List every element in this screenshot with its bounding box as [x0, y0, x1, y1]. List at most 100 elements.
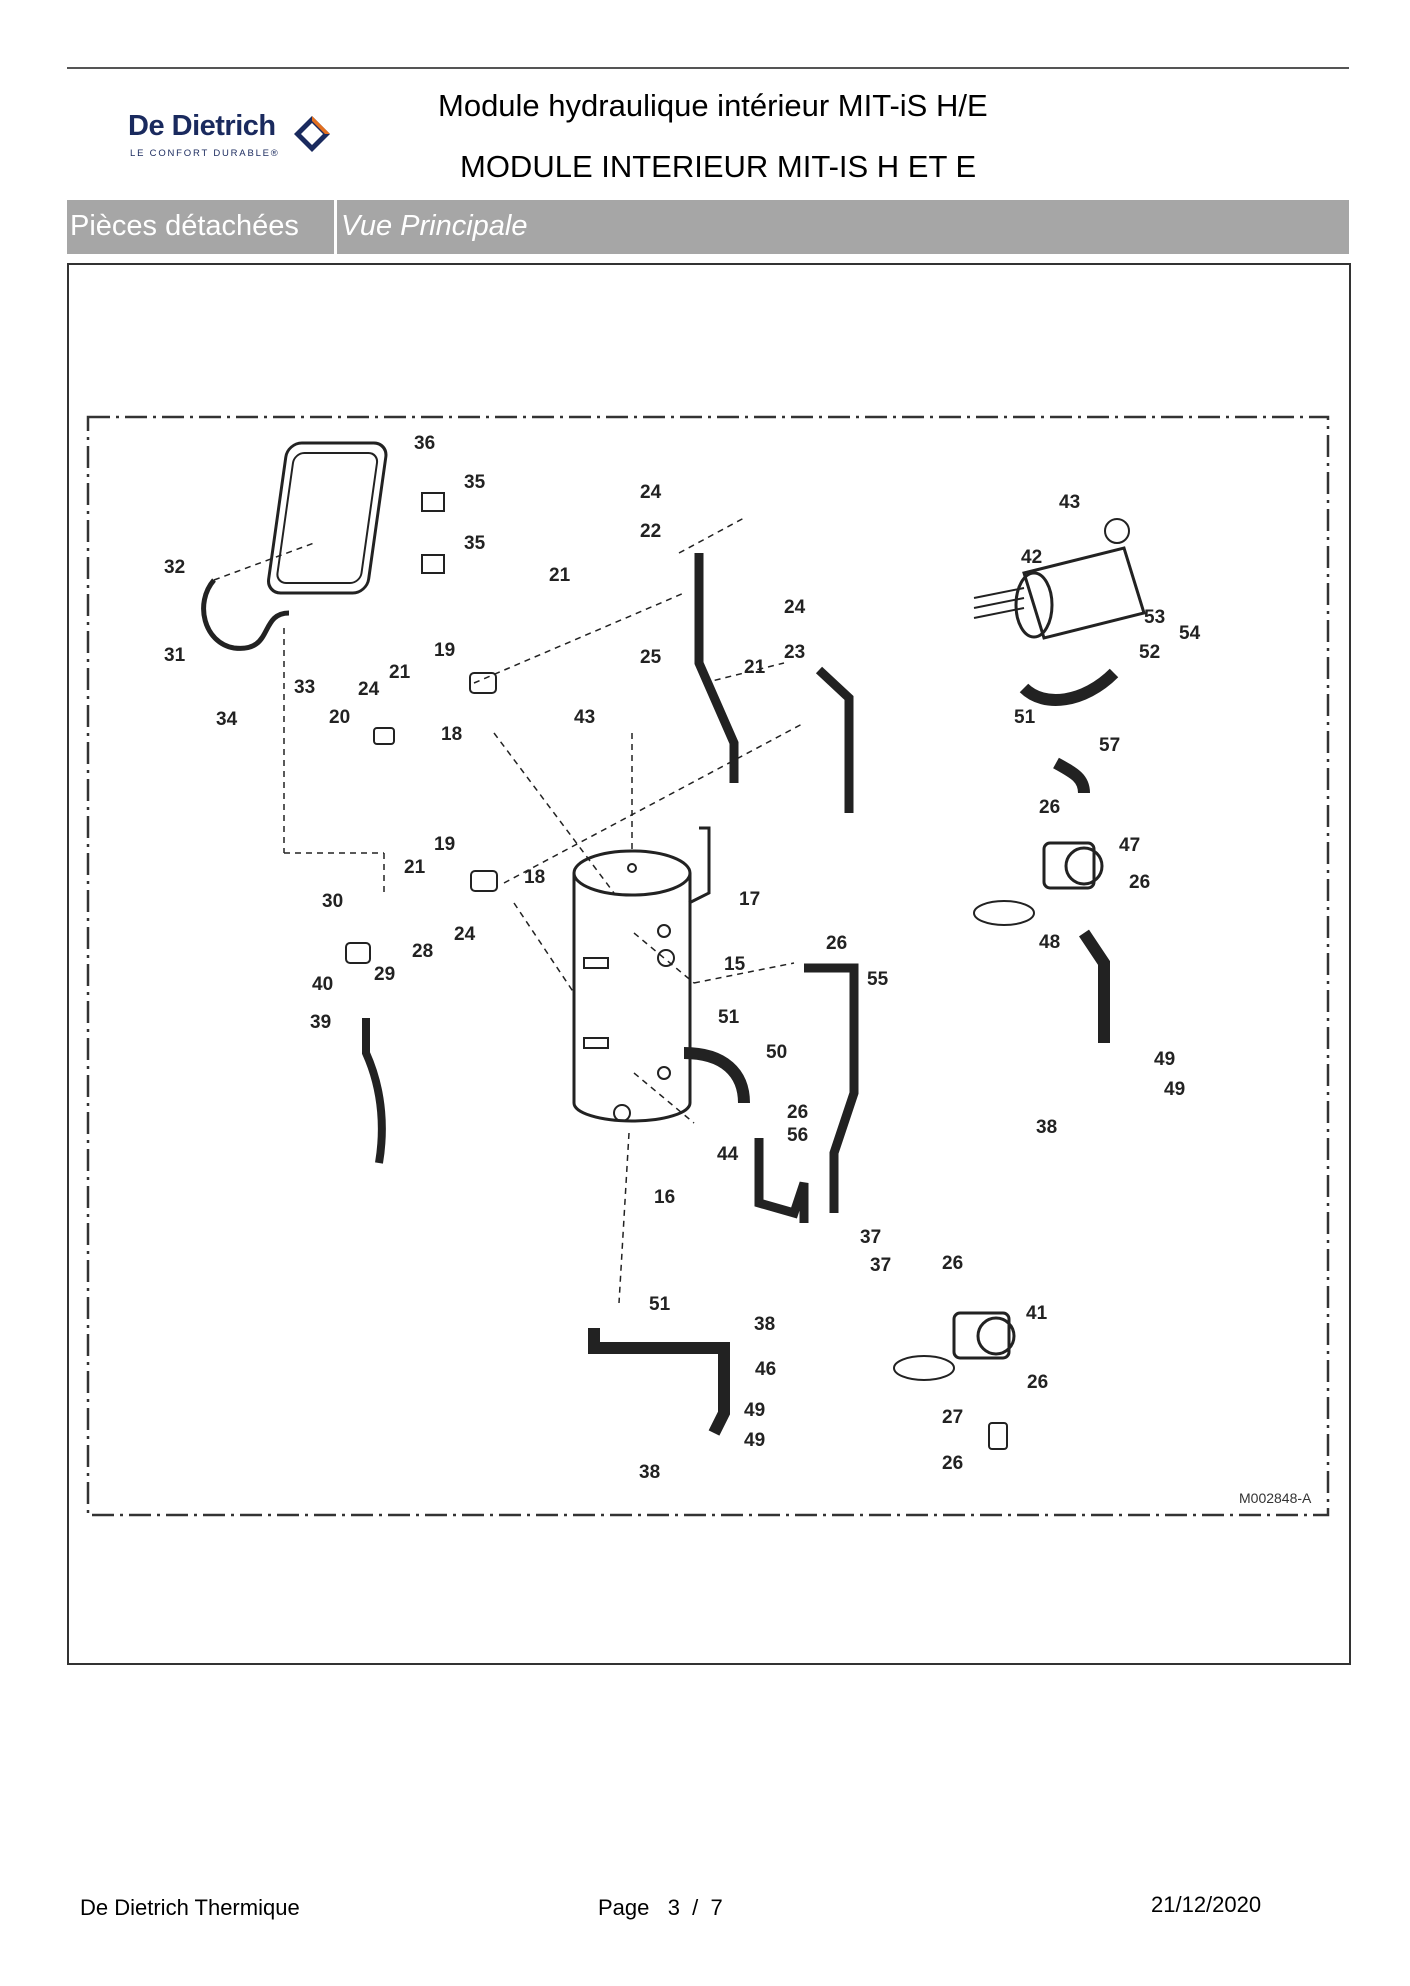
part-label: 49 — [1154, 1049, 1175, 1070]
part-labels: 36 35 35 32 31 34 33 21 19 21 24 20 18 2… — [164, 433, 1201, 1483]
part-label: 42 — [1021, 547, 1042, 568]
part-label: 26 — [787, 1102, 808, 1123]
part-label: 43 — [1059, 492, 1080, 513]
part-label: 51 — [649, 1294, 671, 1315]
part-label: 28 — [412, 941, 433, 962]
part-label: 51 — [718, 1007, 740, 1028]
part-label: 38 — [754, 1314, 775, 1335]
section-label: Pièces détachées — [70, 210, 299, 242]
part-label: 19 — [434, 834, 455, 855]
pipe-part — [1079, 929, 1110, 1043]
part-label: 49 — [744, 1430, 765, 1451]
pipe-part — [683, 1047, 750, 1104]
part-label: 40 — [312, 974, 333, 995]
pipe-part — [815, 666, 854, 813]
part-label: 55 — [867, 969, 889, 990]
part-label: 57 — [1099, 735, 1120, 756]
part-label: 21 — [404, 857, 426, 878]
pipe-part — [1019, 668, 1119, 706]
part-label: 50 — [766, 1042, 787, 1063]
part-label: 32 — [164, 557, 185, 578]
part-label: 33 — [294, 677, 315, 698]
pipe-part — [804, 963, 859, 1213]
part-label: 54 — [1179, 623, 1201, 644]
exploded-view-diagram: 36 35 35 32 31 34 33 21 19 21 24 20 18 2… — [86, 415, 1330, 1517]
part-label: 19 — [434, 640, 455, 661]
plug-part — [373, 727, 395, 745]
part-label: 39 — [310, 1012, 331, 1033]
part-label: 26 — [942, 1453, 963, 1474]
part-label: 25 — [640, 647, 662, 668]
part-label: 27 — [942, 1407, 963, 1428]
part-label: 29 — [374, 964, 395, 985]
valve-part — [469, 672, 497, 694]
part-label: 31 — [164, 645, 186, 666]
part-label: 37 — [870, 1255, 891, 1276]
logo-wordmark: De Dietrich — [128, 110, 276, 142]
part-label: 34 — [216, 709, 238, 730]
part-label: 17 — [739, 889, 760, 910]
fitting-part — [988, 1422, 1008, 1450]
section-bar-right: Vue Principale — [337, 200, 1349, 254]
part-label: 35 — [464, 472, 486, 493]
pipe-part — [588, 1328, 730, 1436]
footer-company: De Dietrich Thermique — [80, 1895, 300, 1920]
section-bar: Pièces détachées Vue Principale — [67, 200, 1349, 254]
part-label: 47 — [1119, 835, 1140, 856]
part-label: 18 — [441, 724, 462, 745]
hose-part — [201, 578, 290, 651]
part-label: 43 — [574, 707, 595, 728]
part-label: 18 — [524, 867, 545, 888]
part-label: 36 — [414, 433, 435, 454]
diamond-logo-icon — [294, 116, 330, 152]
storage-tank — [572, 849, 692, 1123]
logo-tagline: LE CONFORT DURABLE® — [130, 148, 280, 159]
part-label: 38 — [1036, 1117, 1057, 1138]
part-label: 23 — [784, 642, 805, 663]
page-subtitle: MODULE INTERIEUR MIT-IS H ET E — [460, 149, 977, 184]
part-label: 21 — [389, 662, 411, 683]
part-label: 51 — [1014, 707, 1036, 728]
part-label: 56 — [787, 1125, 808, 1146]
diagram-frame — [67, 263, 1351, 1665]
part-label: 24 — [454, 924, 476, 945]
drawing-border — [86, 415, 1330, 1517]
part-label: 49 — [1164, 1079, 1185, 1100]
circulator-pump — [973, 841, 1104, 926]
part-label: 52 — [1139, 642, 1160, 663]
fitting-part — [345, 942, 371, 964]
footer-page: Page 3 / 7 — [598, 1895, 723, 1920]
part-label: 35 — [464, 533, 486, 554]
part-label: 37 — [860, 1227, 881, 1248]
part-label: 26 — [826, 933, 847, 954]
part-label: 30 — [322, 891, 343, 912]
drawing-reference: M002848-A — [1239, 1490, 1312, 1506]
diagram-parts — [201, 441, 1146, 1450]
section-bar-left: Pièces détachées — [67, 200, 334, 254]
dashed-connections — [213, 517, 805, 1304]
part-label: 24 — [358, 679, 380, 700]
pipe-part — [754, 1138, 809, 1223]
page-title: Module hydraulique intérieur MIT-iS H/E — [438, 88, 988, 123]
view-label: Vue Principale — [341, 210, 528, 242]
pipe-part — [1053, 757, 1090, 794]
valve-part — [470, 870, 498, 892]
circulator-pump — [893, 1311, 1016, 1381]
part-label: 20 — [329, 707, 350, 728]
part-label: 26 — [1129, 872, 1150, 893]
clip-part — [421, 554, 445, 574]
part-label: 26 — [1027, 1372, 1048, 1393]
bracket-part — [688, 826, 711, 905]
part-label: 15 — [724, 954, 746, 975]
part-label: 53 — [1144, 607, 1165, 628]
electric-heater — [973, 518, 1146, 640]
part-label: 21 — [744, 657, 766, 678]
part-label: 21 — [549, 565, 571, 586]
part-label: 26 — [942, 1253, 963, 1274]
brand-logo: De Dietrich LE CONFORT DURABLE® — [128, 110, 343, 170]
part-label: 41 — [1026, 1303, 1048, 1324]
clip-part — [421, 492, 445, 512]
part-label: 26 — [1039, 797, 1060, 818]
pipe-part — [694, 553, 739, 783]
part-label: 44 — [717, 1144, 739, 1165]
